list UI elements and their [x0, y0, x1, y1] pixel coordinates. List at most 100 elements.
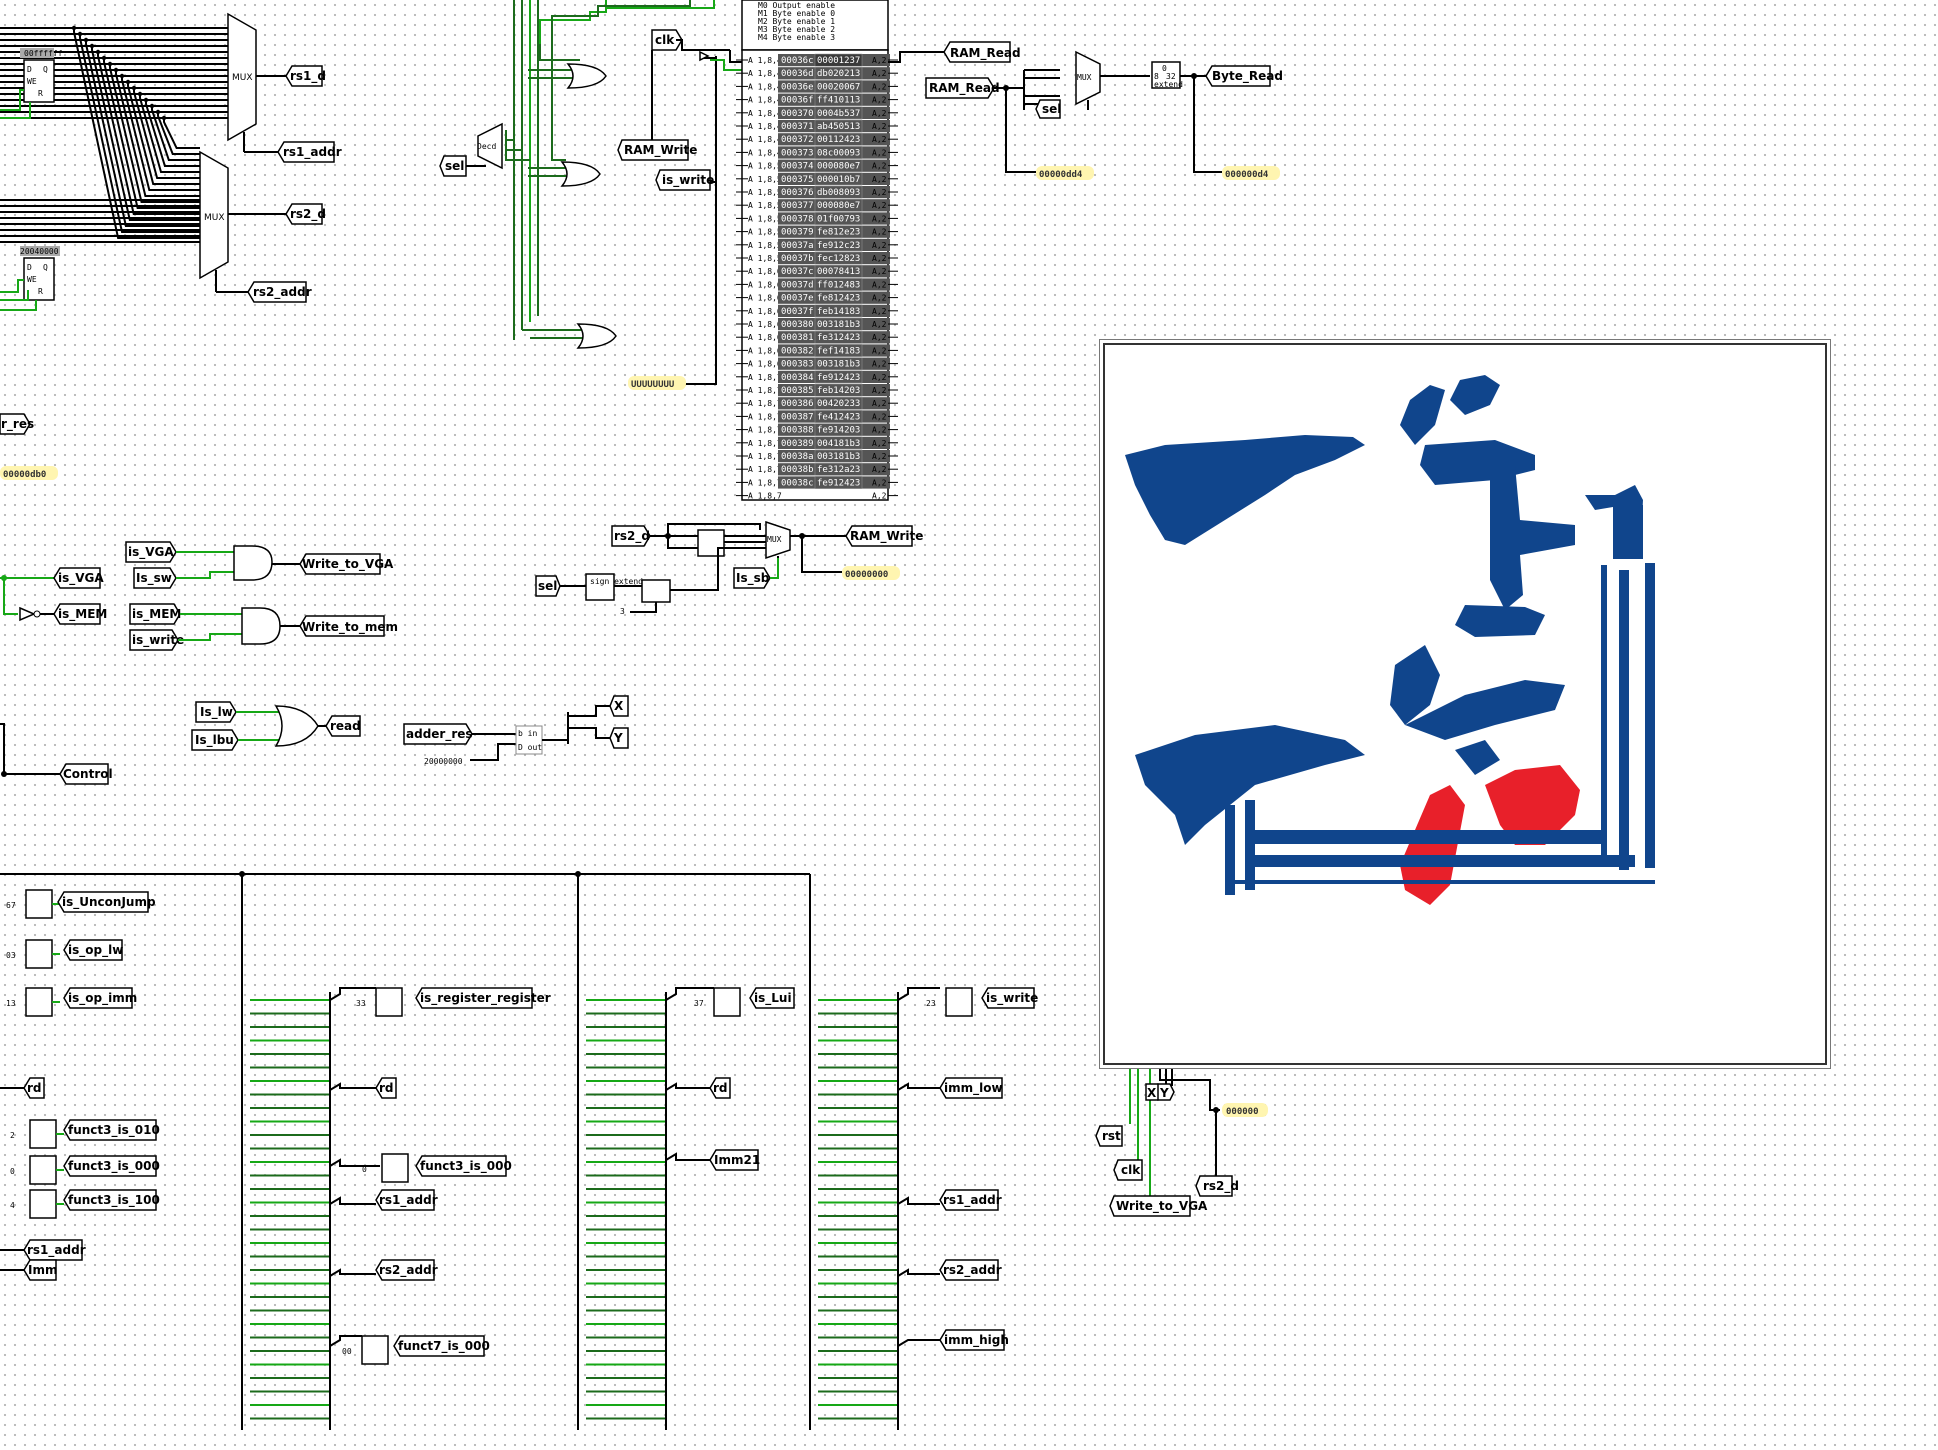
tunnel-is-lw[interactable]: Is_lw [195, 701, 237, 723]
tunnel-sel-ram[interactable]: sel [535, 575, 561, 597]
tunnel-imm21[interactable]: Imm21 [709, 1149, 760, 1171]
tunnel-rs2-d-ram[interactable]: rs2_d [611, 525, 651, 547]
tunnel-clk-vga[interactable]: clk [1113, 1159, 1143, 1181]
tunnel-funct3-100[interactable]: funct3_is_100 [63, 1189, 160, 1211]
tunnel-write-to-vga[interactable]: Write_to_VGA [299, 553, 394, 575]
byte-mux[interactable]: MUX [1075, 50, 1101, 106]
and-gate-vga[interactable] [233, 545, 273, 581]
and-gate-mem[interactable] [241, 607, 281, 645]
or-gate-2[interactable] [560, 161, 601, 187]
tunnel-is-mem-1[interactable]: is_MEM [53, 603, 107, 625]
comparator[interactable]: 33 [356, 987, 403, 1017]
tunnel-write-to-vga-in[interactable]: Write_to_VGA [1109, 1195, 1208, 1217]
tunnel-imm-low[interactable]: imm_low [939, 1077, 1003, 1099]
comparator[interactable]: 03 [6, 939, 60, 969]
tunnel-x-out[interactable]: X [609, 695, 629, 717]
register-bottom[interactable]: 20040000 D Q WE R [20, 246, 60, 301]
tunnel-ram-write-out[interactable]: RAM_Write [845, 525, 923, 547]
tunnel-clk[interactable]: clk [651, 29, 683, 51]
tunnel-is-unconjump[interactable]: is_UnconJump [57, 891, 156, 913]
tunnel-ram-write-in[interactable]: RAM_Write [617, 139, 697, 161]
sign-extend[interactable]: sign extend [585, 573, 643, 601]
zero-extend[interactable]: 0 8 32 extend [1151, 61, 1183, 89]
register-top[interactable]: 00ffffff D Q WE R [20, 48, 63, 103]
tunnel-rs2-addr-mid[interactable]: rs2_addr [375, 1259, 438, 1281]
tunnel-funct3-010[interactable]: funct3_is_010 [63, 1119, 160, 1141]
tunnel-adder-res[interactable]: adder_res [403, 723, 473, 745]
tunnel-is-sb[interactable]: Is_sb [733, 567, 771, 589]
tunnel-ram-read-in[interactable]: RAM_Read [925, 77, 1000, 99]
tunnel-is-op-lw[interactable]: is_op_lw [63, 939, 123, 961]
tunnel-is-sw[interactable]: Is_sw [133, 567, 177, 589]
tunnel-is-vga-1[interactable]: is_VGA [125, 541, 177, 563]
tunnel-rs2-addr-right[interactable]: rs2_addr [939, 1259, 1002, 1281]
tunnel-imm-left[interactable]: Imm [23, 1259, 57, 1281]
rs1-mux[interactable] [227, 12, 257, 142]
comparator[interactable]: 2 [10, 1119, 64, 1149]
rs2-mux[interactable] [199, 150, 229, 280]
comparator[interactable]: 37 [694, 987, 741, 1017]
or-gate-read[interactable] [274, 705, 319, 747]
tunnel-rs1-addr-left[interactable]: rs1_addr [23, 1239, 86, 1261]
tunnel-is-lui[interactable]: is_Lui [749, 987, 795, 1009]
tunnel-rs1-addr-mid[interactable]: rs1_addr [375, 1189, 438, 1211]
tunnel-ram-read-out[interactable]: RAM_Read [943, 41, 1021, 63]
byte-splitter-1[interactable] [697, 529, 725, 557]
byte-splitter-2[interactable] [641, 579, 671, 603]
tunnel-rs2-addr[interactable]: rs2_addr [247, 281, 312, 303]
tunnel-is-vga-2[interactable]: is_VGA [53, 567, 104, 589]
tunnel-rst[interactable]: rst [1095, 1125, 1123, 1147]
comparator[interactable]: 0 [10, 1155, 64, 1185]
tunnel-rd-mid[interactable]: rd [375, 1077, 397, 1099]
tunnel-control[interactable]: Control [59, 763, 113, 785]
ram-write-mux[interactable]: MUX [765, 520, 791, 560]
tunnel-rd-right[interactable]: rd [709, 1077, 731, 1099]
or-gate-1[interactable] [566, 63, 607, 89]
comparator[interactable]: 4 [10, 1189, 64, 1219]
tunnel-is-op-imm[interactable]: is_op_imm [63, 987, 137, 1009]
comparator[interactable]: 13 [6, 987, 60, 1017]
tunnel-rd-left[interactable]: rd [23, 1077, 45, 1099]
not-gate[interactable] [19, 606, 41, 622]
tunnel-is-register-register[interactable]: is_register_register [415, 987, 551, 1009]
tunnel-is-write-2[interactable]: is_write [129, 629, 184, 651]
tunnel-write-to-mem[interactable]: Write_to_mem [299, 615, 398, 637]
tunnel-rs2-d[interactable]: rs2_d [285, 203, 326, 225]
comparator[interactable]: 23 [926, 987, 973, 1017]
comparator[interactable]: 00 [342, 1335, 389, 1365]
tunnel-byte-read[interactable]: Byte_Read [1205, 65, 1283, 87]
tunnel-y-out[interactable]: Y [609, 727, 629, 749]
tunnel-is-write-right[interactable]: is_write [981, 987, 1038, 1009]
tunnel-is-mem-2[interactable]: is_MEM [129, 603, 181, 625]
tunnel-rs1-addr[interactable]: rs1_addr [277, 141, 342, 163]
tunnel-rs2-d-vga[interactable]: rs2_d [1195, 1175, 1239, 1197]
